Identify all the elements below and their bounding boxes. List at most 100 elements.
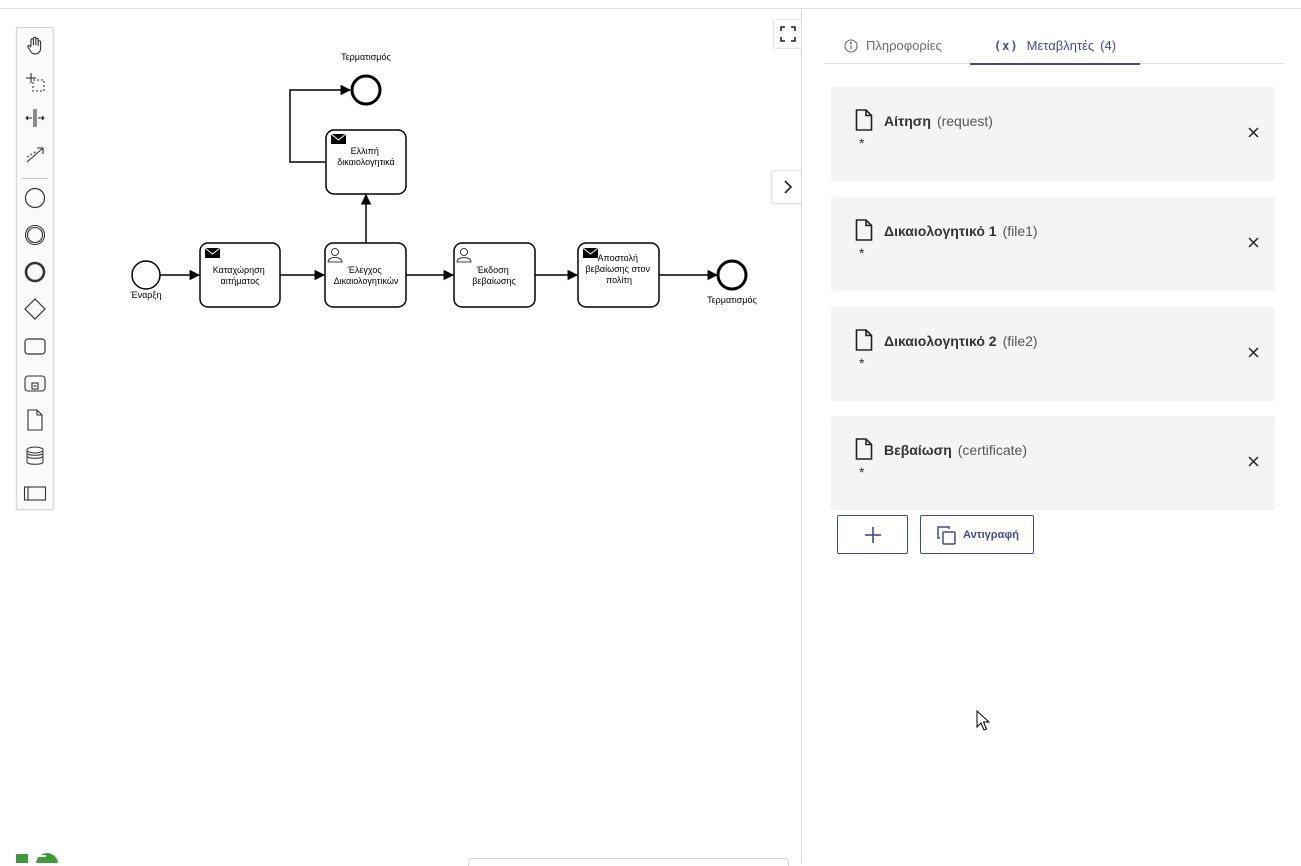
user-task-icon [327,248,343,263]
intermediate-event-icon[interactable] [20,220,50,250]
task-label: Δικαιολογητικών [334,276,399,286]
variable-id: (certificate) [957,442,1027,458]
svg-text:Έκδοση βεβαίωσης: Έκδοση βεβαίωσης [472,265,516,286]
lasso-tool-icon[interactable] [20,67,50,97]
variable-id: (file2) [1002,333,1038,349]
remove-variable-button[interactable] [1245,453,1261,469]
subprocess-icon[interactable] [20,368,50,398]
connect-tool-icon[interactable] [20,139,50,169]
palette-separator [22,178,48,179]
tab-info-label: Πληροφορίες [866,38,942,53]
task-label: δικαιολογητικά [337,157,394,167]
mouse-cursor-icon [976,710,990,731]
copy-variables-button[interactable]: Αντιγραφή [920,515,1034,554]
plus-icon [864,526,881,543]
sequence-flows[interactable] [160,84,719,281]
start-event[interactable]: Έναρξη [130,260,162,300]
variable-id: (request) [936,113,993,129]
document-icon [855,438,873,465]
task-label: βεβαίωσης [472,276,516,286]
variable-id: (file1) [1002,223,1038,239]
remove-variable-button[interactable] [1245,234,1261,250]
panel-tabs: Πληροφορίες (x) Μεταβλητές (4) [824,27,1284,65]
tab-variables-label: Μεταβλητές [1026,38,1095,53]
collapse-panel-button[interactable] [771,170,803,204]
copy-button-label: Αντιγραφή [963,528,1019,541]
send-task-icon [204,247,221,258]
tool-palette [16,27,54,510]
task-label: Έλεγχος [347,265,383,275]
remove-variable-button[interactable] [1245,344,1261,360]
task-send-certificate[interactable]: Αποστολή βεβαίωσης στον πολίτη [577,242,660,308]
pool-icon[interactable] [20,478,50,508]
tab-info[interactable]: Πληροφορίες [844,27,942,64]
document-icon [855,219,873,246]
variable-name: Αίτηση [884,113,931,129]
top-border [0,8,1301,9]
variable-name: Δικαιολογητικό 2 [884,333,997,349]
close-icon [1247,346,1259,358]
gateway-icon[interactable] [20,294,50,324]
task-missing-documents[interactable]: Ελλιπή δικαιολογητικά [325,129,407,195]
svg-text:Αποστολή βεβαίωσης στον: Αποστολή βεβαίωσης στον πολίτη [586,253,653,285]
required-marker: * [859,135,865,151]
variable-card[interactable]: Δικαιολογητικό 1 (file1) * [831,197,1275,291]
data-store-icon[interactable] [20,441,50,471]
variable-card[interactable]: Αίτηση (request) * [831,87,1275,181]
chevron-right-icon [783,180,792,194]
bpmn-diagram[interactable]: Έναρξη Τερματισμός Τερματισμός Καταχώρησ… [0,0,801,863]
task-label: βεβαίωσης στον [586,264,651,274]
required-marker: * [859,355,865,371]
tab-variables-count: (4) [1100,38,1117,53]
task-label: Έκδοση [476,265,509,275]
task-issue-certificate[interactable]: Έκδοση βεβαίωσης [453,242,536,308]
task-label: Καταχώρηση [213,265,265,275]
tab-variables[interactable]: (x) Μεταβλητές (4) [970,27,1140,65]
end-event-right-label: Τερματισμός [707,295,757,305]
panel-divider [801,9,802,863]
svg-text:Έλεγχος Δικαιολογητικών: Έλεγχος Δικαιολογητικών [334,265,399,286]
svg-text:Ελλιπή δικαιολογητικά: Ελλιπή δικαιολογητικά [337,146,394,167]
document-icon [855,329,873,356]
start-event-icon[interactable] [20,183,50,213]
task-label: αιτήματος [221,276,261,286]
variables-icon: (x) [993,38,1019,53]
document-icon [855,109,873,136]
space-tool-icon[interactable] [20,103,50,133]
close-icon [1247,455,1259,467]
fullscreen-icon [780,26,796,42]
hand-tool-icon[interactable] [20,31,50,61]
logo [16,851,58,863]
variable-card[interactable]: Βεβαίωση (certificate) * [831,416,1275,510]
start-event-label: Έναρξη [130,290,162,300]
variable-card[interactable]: Δικαιολογητικό 2 (file2) * [831,307,1275,401]
bottom-input-field[interactable] [468,858,789,866]
info-icon [844,38,858,53]
close-icon [1247,236,1259,248]
end-event-right[interactable]: Τερματισμός [707,259,757,305]
variable-name: Δικαιολογητικό 1 [884,223,997,239]
end-event-top[interactable]: Τερματισμός [341,52,391,106]
end-event-top-label: Τερματισμός [341,52,391,62]
fullscreen-button[interactable] [773,19,803,49]
remove-variable-button[interactable] [1245,124,1261,140]
close-icon [1247,126,1259,138]
send-task-icon [330,133,347,144]
task-label: Αποστολή [598,253,638,263]
svg-text:Καταχώρηση αιτήματος: Καταχώρηση αιτήματος [213,265,267,286]
user-task-icon [456,248,472,263]
task-label: Ελλιπή [351,146,379,156]
data-object-icon[interactable] [20,405,50,435]
send-task-icon [582,247,599,258]
task-check-documents[interactable]: Έλεγχος Δικαιολογητικών [324,242,407,308]
end-event-icon[interactable] [20,257,50,287]
task-label: πολίτη [606,275,632,285]
properties-panel: Πληροφορίες (x) Μεταβλητές (4) Αίτηση (re… [802,9,1301,863]
variable-name: Βεβαίωση [884,442,952,458]
copy-icon [935,524,957,546]
required-marker: * [859,464,865,480]
task-register-request[interactable]: Καταχώρηση αιτήματος [199,242,281,308]
add-variable-button[interactable] [837,515,908,554]
required-marker: * [859,245,865,261]
task-icon[interactable] [20,331,50,361]
